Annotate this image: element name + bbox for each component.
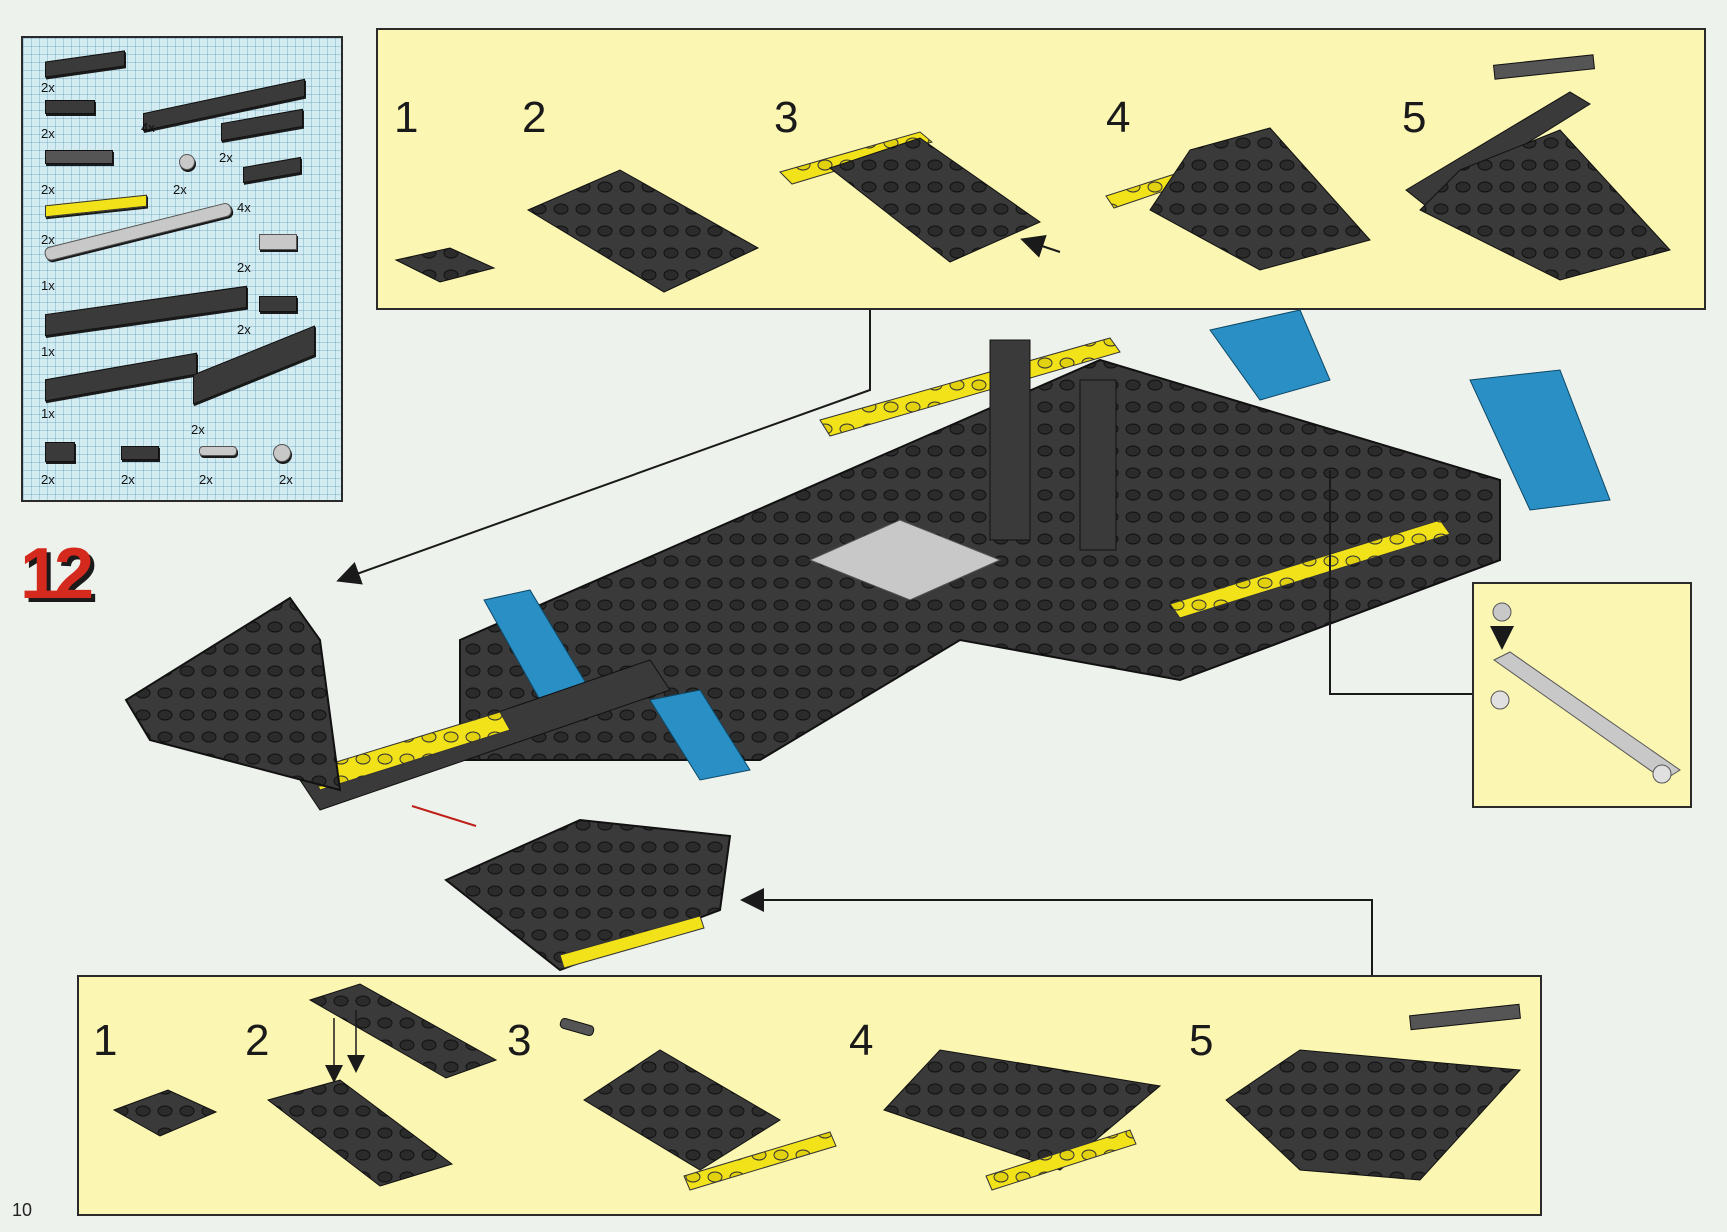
substep-number: 5: [1189, 1016, 1214, 1065]
substep-number: 3: [774, 93, 799, 142]
callout-lines: [336, 310, 1472, 975]
substep-number: 5: [1402, 93, 1427, 142]
substep-number: 2: [522, 93, 547, 142]
side-substep-drawing: [1490, 602, 1681, 784]
ball-joint-icon: [1652, 764, 1672, 784]
connector-peg-icon: [559, 1017, 595, 1037]
qty-label: 2x: [191, 422, 205, 437]
part-slope-small: [45, 442, 75, 462]
qty-label: 2x: [41, 472, 55, 487]
page-number: 10: [12, 1200, 33, 1220]
part-plate-2x2: [121, 446, 159, 460]
blue-liftarm: [1469, 369, 1611, 511]
wedge-assembly-final-icon: [1225, 1049, 1522, 1181]
ball-joint-icon: [1490, 690, 1510, 710]
bottom-substep-drawings: [112, 983, 1522, 1191]
liftarm-grey: [1493, 651, 1681, 781]
red-arrow-icon: [411, 805, 477, 827]
qty-label: 4x: [141, 120, 155, 135]
wedge-assembly-icon: [883, 1049, 1162, 1171]
qty-label: 2x: [41, 182, 55, 197]
qty-label: 2x: [41, 80, 55, 95]
substep-number: 4: [849, 1016, 874, 1065]
chassis-beam-yellow: [1169, 519, 1451, 619]
substep-number: 2: [245, 1016, 270, 1065]
right-wing-yellow-edge: [559, 915, 705, 969]
substep-number: 1: [394, 93, 419, 142]
part-plate-1x4: [45, 100, 95, 114]
qty-label: 4x: [237, 200, 251, 215]
part-tile-1x4: [45, 150, 113, 164]
qty-label: 2x: [237, 322, 251, 337]
plate-2x8-icon: [308, 983, 498, 1079]
wedge-assembly-icon: [1149, 127, 1371, 271]
vertical-beam: [989, 339, 1031, 541]
blue-liftarm: [649, 689, 751, 781]
arrow-icon: [1020, 234, 1061, 258]
plate-yellow-icon: [985, 1129, 1137, 1191]
blue-liftarm: [1209, 309, 1331, 401]
part-bush: [179, 154, 195, 170]
plate-2x4-icon: [394, 247, 496, 283]
bush-icon: [1492, 602, 1512, 622]
qty-label: 2x: [199, 472, 213, 487]
grey-plate: [808, 519, 1002, 601]
qty-label: 2x: [173, 182, 187, 197]
wedge-plate-icon: [828, 137, 1042, 263]
qty-label: 2x: [41, 126, 55, 141]
qty-label: 1x: [41, 406, 55, 421]
plate-6x8-icon: [526, 169, 760, 293]
callout-line-side: [1329, 470, 1472, 695]
wedge-assembly-final-icon: [1419, 129, 1671, 281]
substep-number: 3: [507, 1016, 532, 1065]
step-number-badge: 12: [20, 534, 94, 614]
tile-1x4-icon: [1409, 1003, 1521, 1031]
tile-1x4-icon: [1492, 54, 1596, 80]
plate-yellow-icon: [683, 1131, 837, 1191]
substep-number: 1: [93, 1016, 118, 1065]
qty-label: 2x: [219, 150, 233, 165]
qty-label: 2x: [121, 472, 135, 487]
part-ball-joint: [273, 444, 291, 462]
qty-label: 1x: [41, 278, 55, 293]
part-plate-corner-black: [259, 296, 297, 312]
callout-line-top: [336, 310, 871, 585]
plate-2x4-icon: [112, 1089, 218, 1137]
left-wing: [124, 596, 342, 792]
part-plate-corner-grey: [259, 234, 297, 250]
qty-label: 1x: [41, 344, 55, 359]
top-substep-drawings: [394, 54, 1671, 293]
parts-inventory: 2x 4x 2x 2x 2x 2x 4x 2x 1x 2x 1x 2x 1x 2…: [21, 36, 343, 502]
qty-label: 2x: [279, 472, 293, 487]
qty-label: 2x: [237, 260, 251, 275]
substep-number: 4: [1106, 93, 1131, 142]
main-chassis-drawing: [124, 309, 1611, 972]
qty-label: 2x: [41, 232, 55, 247]
wedge-assembly-icon: [583, 1049, 781, 1171]
plate-corner-icon: [266, 1079, 454, 1187]
vertical-beam: [1079, 379, 1117, 551]
callout-line-bottom: [740, 888, 1373, 975]
plate-yellow-1x8-icon: [779, 131, 934, 185]
part-connector-peg: [199, 446, 237, 456]
